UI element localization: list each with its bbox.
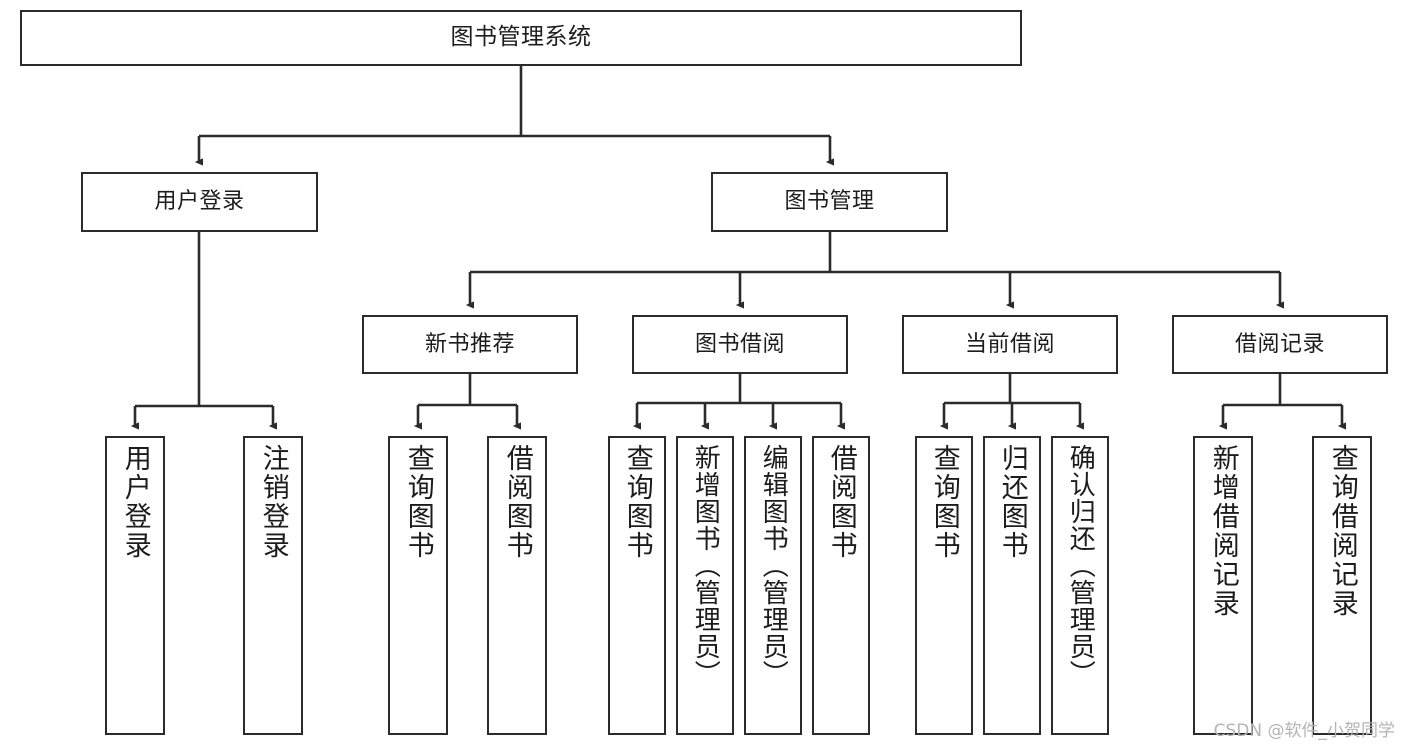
node-book-manage[interactable]: 图书管理 xyxy=(711,172,948,232)
node-leaf-current-confirm-return[interactable]: 确认归还（管理员） xyxy=(1051,436,1109,735)
node-current-borrow[interactable]: 当前借阅 xyxy=(902,315,1118,374)
node-leaf-user-login[interactable]: 用户登录 xyxy=(105,436,165,735)
node-leaf-borrow-edit-book-label: 编辑图书（管理员） xyxy=(758,444,789,687)
node-book-manage-label: 图书管理 xyxy=(784,189,875,215)
node-leaf-borrow-borrow-book-label: 借阅图书 xyxy=(825,444,857,560)
node-leaf-current-confirm-return-label: 确认归还（管理员） xyxy=(1065,444,1096,687)
node-borrow-record[interactable]: 借阅记录 xyxy=(1172,315,1388,374)
edge-currentborrow-to-leaves xyxy=(939,374,1085,430)
node-leaf-rec-query-book-label: 查询图书 xyxy=(402,444,434,560)
node-root[interactable]: 图书管理系统 xyxy=(20,10,1022,66)
node-leaf-current-query-book[interactable]: 查询图书 xyxy=(915,436,973,735)
watermark-text: CSDN @软件_小贺同学 xyxy=(1213,721,1395,741)
edge-root-to-level2 xyxy=(194,66,835,166)
node-leaf-user-login-label: 用户登录 xyxy=(119,444,151,560)
node-leaf-borrow-add-book-label: 新增图书（管理员） xyxy=(690,444,721,687)
node-root-label: 图书管理系统 xyxy=(450,24,592,51)
node-book-borrow[interactable]: 图书借阅 xyxy=(632,315,848,374)
node-leaf-record-query-label: 查询借阅记录 xyxy=(1326,444,1358,618)
node-leaf-borrow-edit-book[interactable]: 编辑图书（管理员） xyxy=(744,436,802,735)
node-leaf-borrow-add-book[interactable]: 新增图书（管理员） xyxy=(676,436,734,735)
node-leaf-record-query[interactable]: 查询借阅记录 xyxy=(1312,436,1372,735)
edge-bookmanage-to-level3 xyxy=(465,232,1285,309)
node-leaf-record-add[interactable]: 新增借阅记录 xyxy=(1193,436,1253,735)
node-leaf-user-logout[interactable]: 注销登录 xyxy=(243,436,303,735)
node-user-login[interactable]: 用户登录 xyxy=(81,172,318,232)
node-leaf-current-return-book-label: 归还图书 xyxy=(996,444,1028,560)
node-leaf-borrow-query-book-label: 查询图书 xyxy=(621,444,653,560)
edge-bookborrow-to-leaves xyxy=(632,374,846,430)
node-new-book-rec-label: 新书推荐 xyxy=(424,331,515,357)
node-new-book-rec[interactable]: 新书推荐 xyxy=(362,315,578,374)
node-book-borrow-label: 图书借阅 xyxy=(694,331,785,357)
edge-userlogin-to-leaves xyxy=(130,232,278,430)
node-leaf-record-add-label: 新增借阅记录 xyxy=(1207,444,1239,618)
node-leaf-rec-query-book[interactable]: 查询图书 xyxy=(388,436,448,735)
node-leaf-user-logout-label: 注销登录 xyxy=(257,444,289,560)
edge-newbookrec-to-leaves xyxy=(413,374,522,430)
node-leaf-rec-borrow-book-label: 借阅图书 xyxy=(501,444,533,560)
node-leaf-borrow-borrow-book[interactable]: 借阅图书 xyxy=(812,436,870,735)
node-leaf-borrow-query-book[interactable]: 查询图书 xyxy=(608,436,666,735)
node-user-login-label: 用户登录 xyxy=(154,189,245,215)
node-leaf-current-return-book[interactable]: 归还图书 xyxy=(983,436,1041,735)
edge-borrowrecord-to-leaves xyxy=(1218,374,1347,430)
node-borrow-record-label: 借阅记录 xyxy=(1234,331,1325,357)
node-leaf-rec-borrow-book[interactable]: 借阅图书 xyxy=(487,436,547,735)
node-current-borrow-label: 当前借阅 xyxy=(964,331,1055,357)
node-leaf-current-query-book-label: 查询图书 xyxy=(928,444,960,560)
